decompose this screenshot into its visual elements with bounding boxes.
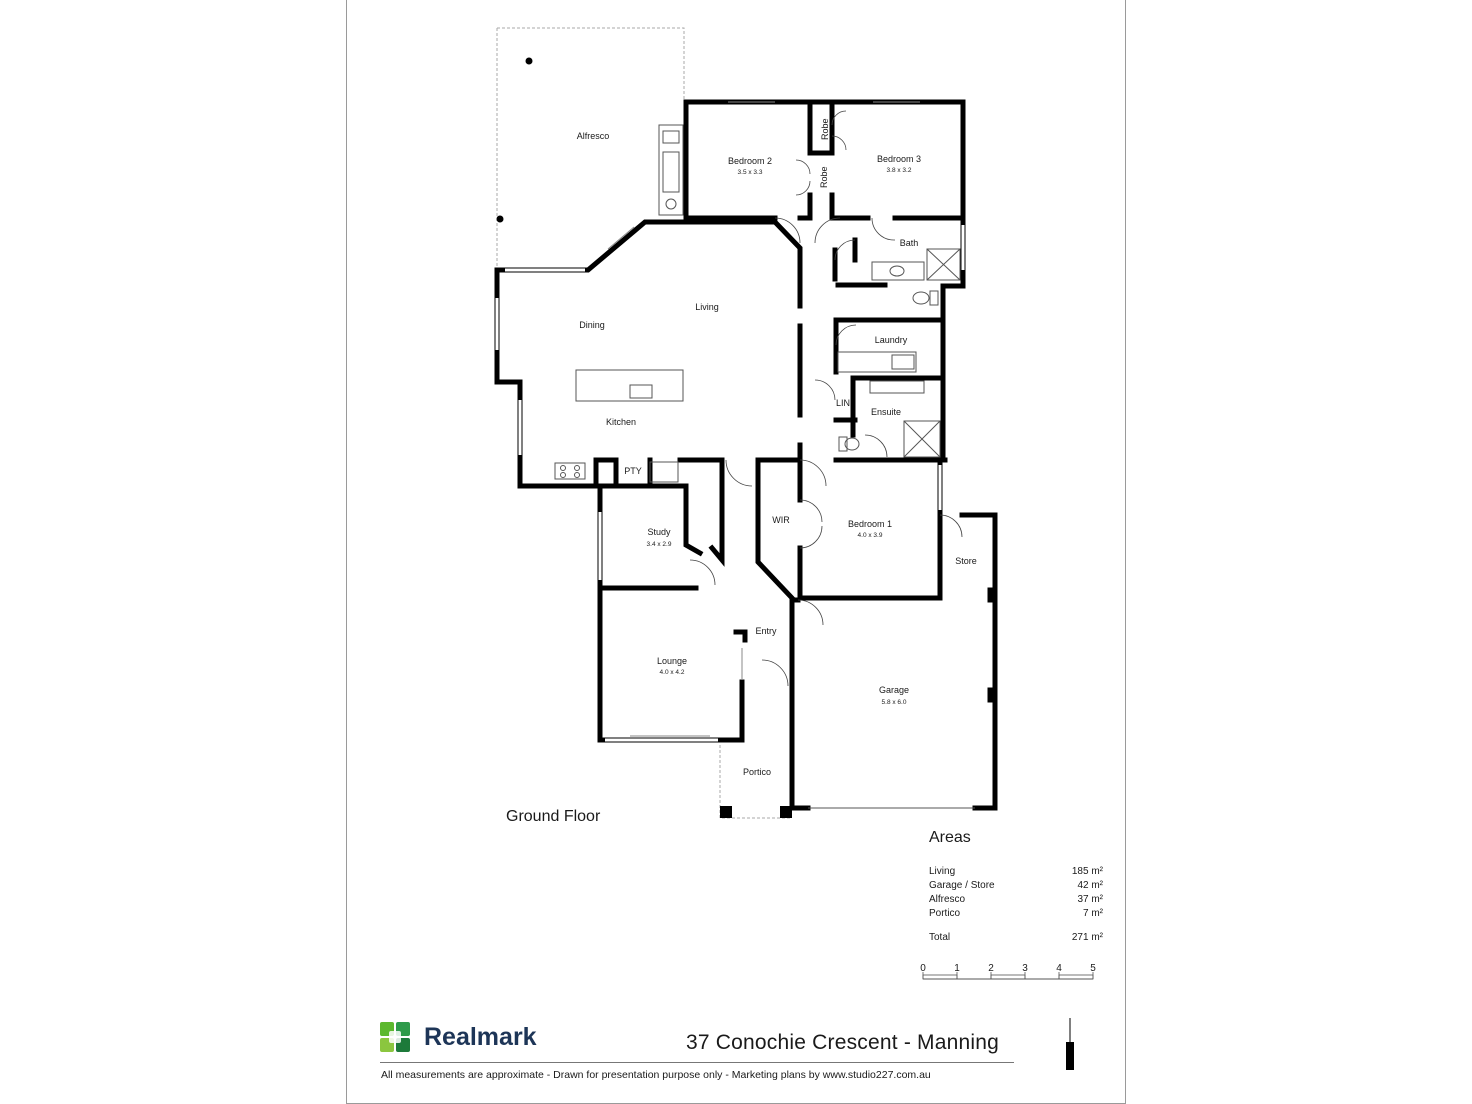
toilet-icon <box>838 436 860 452</box>
wall <box>683 99 778 221</box>
wall <box>683 99 966 289</box>
area-total-value: 271 m² <box>1071 932 1103 943</box>
room-label-garage: Garage <box>879 685 909 695</box>
room-label-kitchen: Kitchen <box>606 417 636 427</box>
disclaimer-text: All measurements are approximate - Drawn… <box>381 1069 931 1081</box>
brand-name: Realmark <box>424 1023 537 1051</box>
toilet-icon <box>912 290 939 306</box>
area-total-label: Total <box>929 932 951 943</box>
room-dims-lounge: 4.0 x 4.2 <box>660 669 685 676</box>
room-label-portico: Portico <box>743 767 771 777</box>
room-label-robe: Robe <box>819 166 829 188</box>
shower-icon <box>926 248 961 281</box>
wall <box>597 483 704 591</box>
laundry-tub-icon <box>837 351 917 373</box>
wall <box>755 457 943 601</box>
post-marker <box>496 215 504 223</box>
room-label-living: Living <box>695 302 719 312</box>
realmark-logo-icon <box>380 1022 410 1052</box>
wall <box>832 237 888 288</box>
room-label-laundry: Laundry <box>875 335 908 345</box>
wall <box>809 101 966 221</box>
area-row: Portico 7 m² <box>929 908 1103 919</box>
shower-icon <box>903 420 941 458</box>
wall <box>797 101 813 221</box>
room-label-bedroom-2: Bedroom 2 <box>728 156 772 166</box>
scale-bar: 0 1 2 3 4 5 <box>920 963 1096 980</box>
area-row: Living 185 m² <box>929 866 1103 877</box>
area-label: Living <box>929 866 956 877</box>
area-row: Garage / Store 42 m² <box>929 880 1103 891</box>
wall <box>833 375 946 463</box>
area-row: Alfresco 37 m² <box>929 894 1103 905</box>
room-label-pty: PTY <box>624 466 642 476</box>
room-dims-study: 3.4 x 2.9 <box>647 541 672 548</box>
area-label: Portico <box>929 908 961 919</box>
wall <box>850 317 946 463</box>
room-label-dining: Dining <box>579 320 605 330</box>
areas-title: Areas <box>929 829 971 846</box>
room-dims-bedroom-3: 3.8 x 3.2 <box>887 167 912 174</box>
fridge-icon <box>649 461 679 483</box>
scale-tick-label: 0 <box>920 963 926 974</box>
vanity-icon <box>871 261 925 281</box>
scale-tick-label: 4 <box>1056 963 1062 974</box>
area-value: 185 m² <box>1071 866 1103 877</box>
room-label-bath: Bath <box>900 238 919 248</box>
area-value: 42 m² <box>1077 880 1103 891</box>
north-arrow-icon <box>1066 1018 1074 1070</box>
wall <box>833 283 946 375</box>
room-label-wir: WIR <box>772 515 790 525</box>
floor-label: Ground Floor <box>506 808 601 825</box>
room-label-robe: Robe <box>820 118 830 140</box>
cooktop-icon <box>554 462 586 480</box>
footer-divider <box>380 1062 1014 1063</box>
property-address: 37 Conochie Crescent - Manning <box>686 1031 1000 1054</box>
kitchen-island <box>575 369 684 402</box>
scale-tick-label: 1 <box>954 963 960 974</box>
post-marker <box>525 57 533 65</box>
room-label-alfresco: Alfresco <box>577 131 610 141</box>
wall <box>494 267 599 489</box>
room-label-entry: Entry <box>755 626 777 636</box>
scale-tick-label: 3 <box>1022 963 1028 974</box>
vanity-icon <box>869 380 925 394</box>
wall <box>937 457 998 811</box>
room-label-lin: LIN <box>836 398 850 408</box>
room-label-store: Store <box>955 556 977 566</box>
room-dims-bedroom-2: 3.5 x 3.3 <box>738 169 763 176</box>
scale-tick-label: 5 <box>1090 963 1096 974</box>
room-label-lounge: Lounge <box>657 656 687 666</box>
room-dims-garage: 5.8 x 6.0 <box>882 699 907 706</box>
area-value: 7 m² <box>1083 908 1103 919</box>
area-total-row: Total 271 m² <box>929 932 1103 943</box>
scale-tick-label: 2 <box>988 963 994 974</box>
bbq-icon <box>658 124 684 216</box>
area-label: Garage / Store <box>929 880 995 891</box>
area-value: 37 m² <box>1077 894 1103 905</box>
door-swings <box>689 110 963 687</box>
room-label-bedroom-1: Bedroom 1 <box>848 519 892 529</box>
room-label-bedroom-3: Bedroom 3 <box>877 154 921 164</box>
alfresco-outline <box>496 27 685 270</box>
room-label-ensuite: Ensuite <box>871 407 901 417</box>
wall <box>494 219 803 309</box>
area-label: Alfresco <box>929 894 966 905</box>
wall <box>755 457 796 602</box>
room-label-study: Study <box>647 527 671 537</box>
room-dims-bedroom-1: 4.0 x 3.9 <box>858 532 883 539</box>
